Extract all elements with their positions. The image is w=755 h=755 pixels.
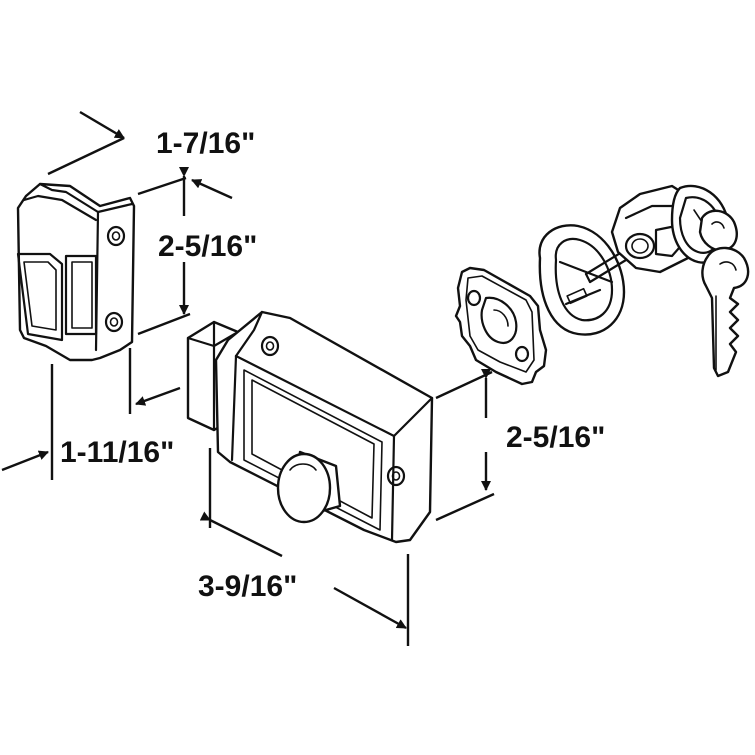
strike-width-label: 1-11/16" bbox=[60, 436, 174, 469]
dimension-lines bbox=[1, 110, 495, 646]
lock-cylinder bbox=[584, 184, 750, 378]
strike-height-label: 2-5/16" bbox=[158, 230, 257, 263]
retainer-ring bbox=[538, 224, 626, 336]
mounting-plate bbox=[454, 266, 548, 386]
key-1 bbox=[698, 209, 738, 252]
strike-plate bbox=[16, 182, 136, 362]
strike-depth-label: 1-7/16" bbox=[156, 127, 255, 160]
key-2 bbox=[701, 246, 750, 378]
lock-height-label: 2-5/16" bbox=[506, 421, 605, 454]
knob bbox=[276, 450, 342, 524]
lock-width-label: 3-9/16" bbox=[198, 570, 297, 603]
lock-body bbox=[186, 310, 434, 544]
